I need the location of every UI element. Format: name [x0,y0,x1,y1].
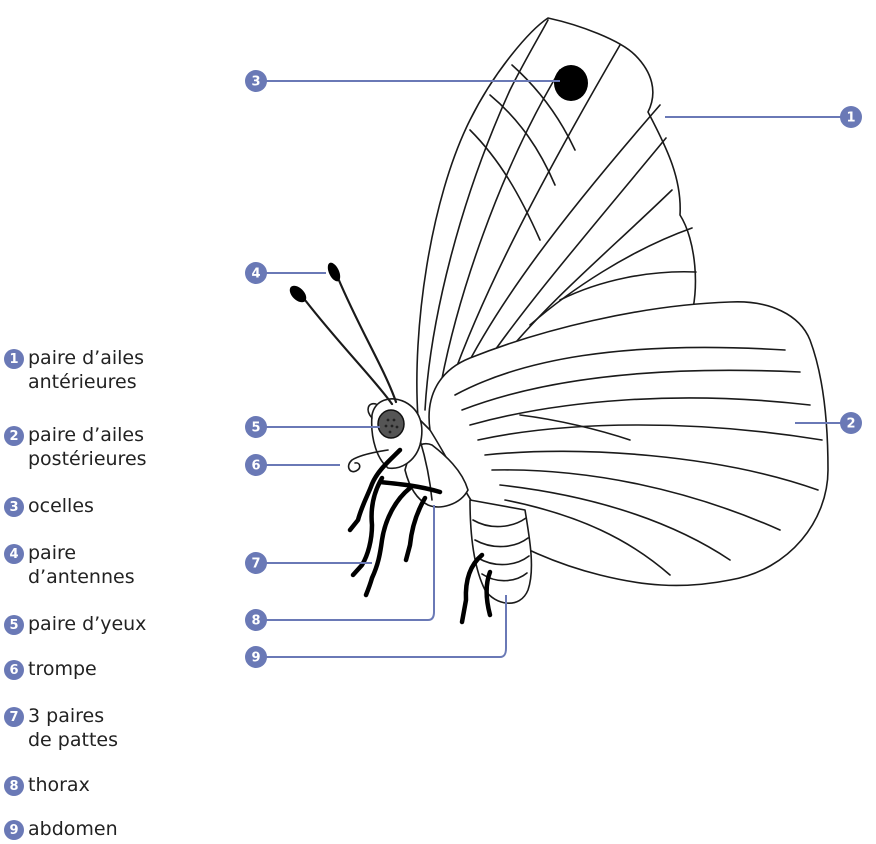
legend-badge: 9 [4,820,24,840]
legend-badge: 2 [4,426,24,446]
callout-number-9: 9 [251,651,260,666]
legend-badge: 4 [4,544,24,564]
callout-number-6: 6 [251,459,260,474]
legend-item-3: 3 ocelles [4,494,94,518]
abdomen [470,500,531,603]
legend-label: paire d’antennes [28,541,135,589]
legend-item-6: 6 trompe [4,657,97,681]
legend-badge: 3 [4,497,24,517]
callout-number-2: 2 [846,417,855,432]
legend-label: paire d’ailes postérieures [28,423,147,471]
legend-item-9: 9 abdomen [4,817,118,841]
eye [378,410,404,438]
legend-badge: 6 [4,660,24,680]
legend-label: trompe [28,657,97,681]
legend-item-8: 8 thorax [4,773,90,797]
ocelle-spot [554,65,588,101]
legend: 1 paire d’ailes antérieures 2 paire d’ai… [0,0,230,840]
callout-number-7: 7 [251,557,260,572]
callout-number-8: 8 [251,614,260,629]
callout-number-4: 4 [251,267,260,282]
legend-label: paire d’yeux [28,612,146,636]
legend-item-2: 2 paire d’ailes postérieures [4,423,147,471]
legend-label: thorax [28,773,90,797]
legend-badge: 1 [4,349,24,369]
legend-badge: 7 [4,707,24,727]
callout-number-1: 1 [846,111,855,126]
callout-number-5: 5 [251,421,260,436]
legend-item-1: 1 paire d’ailes antérieures [4,346,144,394]
legend-item-4: 4 paire d’antennes [4,541,135,589]
legend-label: ocelles [28,494,94,518]
legend-label: abdomen [28,817,118,841]
legend-badge: 8 [4,776,24,796]
legend-item-5: 5 paire d’yeux [4,612,146,636]
legend-item-7: 7 3 paires de pattes [4,704,118,752]
legend-label: paire d’ailes antérieures [28,346,144,394]
legend-label: 3 paires de pattes [28,704,118,752]
legend-badge: 5 [4,615,24,635]
callout-number-3: 3 [251,75,260,90]
leader-9 [256,595,506,657]
